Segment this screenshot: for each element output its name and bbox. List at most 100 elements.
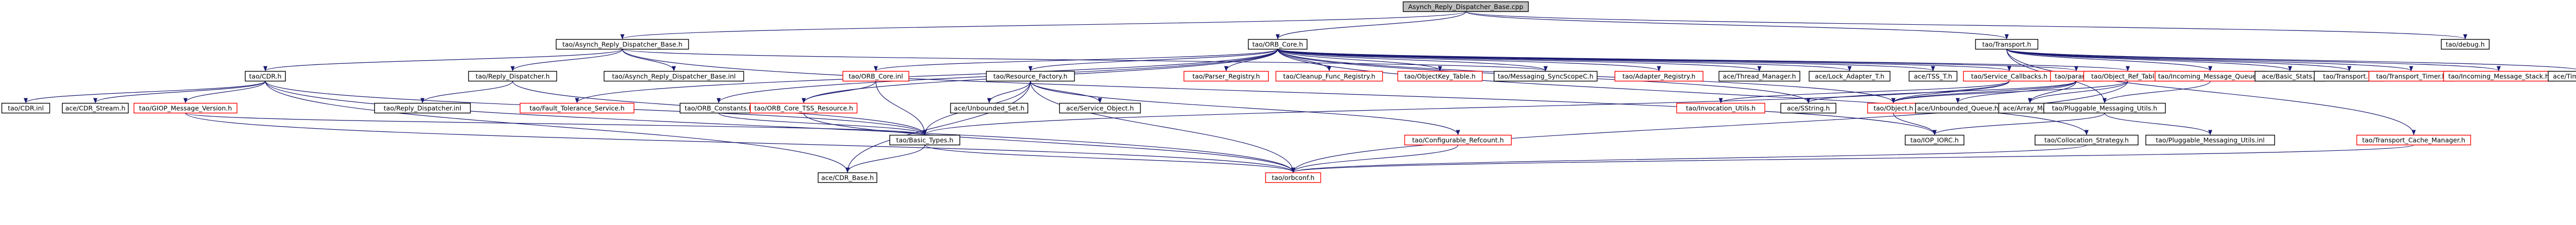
node-debug[interactable]: tao/debug.h <box>2441 39 2490 50</box>
node-box <box>889 134 960 146</box>
edge-root-to-transport <box>1465 11 2009 40</box>
node-orb-core-inl[interactable]: tao/ORB_Core.inl <box>842 71 909 82</box>
node-box <box>374 102 471 114</box>
edge-resource_factory-to-cdr_base <box>845 81 1031 173</box>
node-collocation-strategy[interactable]: tao/Collocation_Strategy.h <box>2035 134 2139 146</box>
node-label: tao/Transport_Cache_Manager.h <box>2362 136 2465 144</box>
node-box <box>1 102 50 114</box>
node-parser-registry[interactable]: tao/Parser_Registry.h <box>1183 71 1269 82</box>
node-orbconf[interactable]: tao/orbconf.h <box>1265 172 1321 183</box>
node-label: tao/Incoming_Message_Stack.h <box>2448 73 2549 80</box>
node-label: tao/ORB_Constants.h <box>685 105 753 112</box>
node-time-value[interactable]: ace/Time_Value.h <box>2548 71 2576 82</box>
node-orb-core[interactable]: tao/ORB_Core.h <box>1248 39 1308 50</box>
node-label: ace/SString.h <box>1787 105 1830 112</box>
edge-orb_core-to-collocation_strategy <box>1277 49 2089 135</box>
node-unbounded-set[interactable]: ace/Unbounded_Set.h <box>950 102 1028 114</box>
node-reply-disp-h[interactable]: tao/Reply_Dispatcher.h <box>468 71 557 82</box>
node-objectkey-table[interactable]: tao/ObjectKey_Table.h <box>1397 71 1483 82</box>
edge-pluggable_utils-to-iop_iorc <box>1933 112 2105 135</box>
node-transport-cache[interactable]: tao/Transport_Cache_Manager.h <box>2356 134 2471 146</box>
node-basic-stats[interactable]: ace/Basic_Stats.h <box>2255 71 2326 82</box>
node-box <box>1975 39 2039 50</box>
edge-orb_constants-to-basic_types <box>718 112 927 135</box>
node-iop-iorc[interactable]: tao/IOP_IORC.h <box>1905 134 1964 146</box>
node-label: ace/CDR_Base.h <box>821 174 874 182</box>
node-orb-constants[interactable]: tao/ORB_Constants.h <box>680 102 758 114</box>
node-label: tao/Configurable_Refcount.h <box>1412 136 1504 144</box>
node-label: tao/CDR.h <box>249 73 282 80</box>
node-basic-types[interactable]: tao/Basic_Types.h <box>889 134 960 146</box>
edge-orb_core-to-orb_core_inl <box>874 48 1278 72</box>
node-box <box>1718 71 1801 82</box>
edge-object_h-to-iop_iorc <box>1893 113 1937 135</box>
node-resource-factory[interactable]: tao/Resource_Factory.h <box>986 71 1075 82</box>
node-object-ref-table[interactable]: tao/Object_Ref_Table.h <box>2083 71 2173 82</box>
node-label: tao/GIOP_Message_Version.h <box>139 105 232 112</box>
edge-ardb_h-to-ardb_inl <box>622 49 676 72</box>
node-lock-adapter[interactable]: ace/Lock_Adapter_T.h <box>1808 71 1891 82</box>
node-transport-inl[interactable]: tao/Transport.inl <box>2314 71 2385 82</box>
node-ardb-h[interactable]: tao/Asynch_Reply_Dispatcher_Base.h <box>555 39 689 50</box>
node-label: tao/Adapter_Registry.h <box>1622 73 1696 80</box>
edge-orb_core_inl-to-basic_types <box>875 81 927 135</box>
node-thread-manager[interactable]: ace/Thread_Manager.h <box>1718 71 1801 82</box>
node-box <box>245 71 286 82</box>
edge-ardb_h-to-reply_disp_h <box>511 49 623 72</box>
node-messaging-sync[interactable]: tao/Messaging_SyncScopeC.h <box>1494 71 1598 82</box>
node-label: ace/Unbounded_Set.h <box>954 105 1024 112</box>
node-root[interactable]: Asynch_Reply_Dispatcher_Base.cpp <box>1402 1 1529 12</box>
node-label: ace/TSS_T.h <box>1914 73 1952 80</box>
node-box <box>133 102 238 114</box>
edge-incoming_queue-to-pluggable_utils <box>2103 81 2211 103</box>
node-box <box>750 102 858 114</box>
edge-object_ref_table-to-orbconf <box>1291 81 2128 173</box>
node-label: ace/Service_Object.h <box>1066 105 1134 112</box>
edge-orb_core-to-resource_factory <box>1028 48 1278 72</box>
node-box <box>1780 102 1837 114</box>
edge-object_ref_table-to-object_h <box>1891 80 2128 103</box>
node-tss-t[interactable]: ace/TSS_T.h <box>1908 71 1958 82</box>
node-pluggable-utils-inl[interactable]: tao/Pluggable_Messaging_Utils.inl <box>2145 134 2275 146</box>
node-transport[interactable]: tao/Transport.h <box>1975 39 2039 50</box>
node-ace-cdr-stream[interactable]: ace/CDR_Stream.h <box>62 102 129 114</box>
node-adapter-registry[interactable]: tao/Adapter_Registry.h <box>1614 71 1704 82</box>
node-ardb-inl[interactable]: tao/Asynch_Reply_Dispatcher_Base.inl <box>603 71 744 82</box>
edge-resource_factory-to-unbounded_set <box>987 81 1031 103</box>
node-label: tao/ORB_Core_TSS_Resource.h <box>754 105 853 112</box>
node-orb-core-tss[interactable]: tao/ORB_Core_TSS_Resource.h <box>750 102 858 114</box>
node-service-object[interactable]: ace/Service_Object.h <box>1059 102 1141 114</box>
node-reply-disp-inl[interactable]: tao/Reply_Dispatcher.inl <box>374 102 471 114</box>
edge-params-to-object_h <box>1891 80 2077 103</box>
node-unbounded-queue[interactable]: ace/Unbounded_Queue.h <box>1915 102 2001 114</box>
node-incoming-queue[interactable]: tao/Incoming_Message_Queue.h <box>2155 71 2266 82</box>
node-layer: Asynch_Reply_Dispatcher_Base.cpp tao/Asyn… <box>1 1 2576 183</box>
node-label: tao/Basic_Types.h <box>896 136 954 144</box>
node-box <box>950 102 1028 114</box>
node-box <box>1059 102 1141 114</box>
node-box <box>555 39 689 50</box>
node-box <box>2441 39 2490 50</box>
node-giop-version[interactable]: tao/GIOP_Message_Version.h <box>133 102 238 114</box>
edge-configurable_refcount-to-orbconf <box>1291 145 1459 173</box>
node-fault-tolerance[interactable]: tao/Fault_Tolerance_Service.h <box>519 102 635 114</box>
node-invocation-utils[interactable]: tao/Invocation_Utils.h <box>1676 102 1766 114</box>
node-cdr-base[interactable]: ace/CDR_Base.h <box>818 172 877 183</box>
node-pluggable-utils[interactable]: tao/Pluggable_Messaging_Utils.h <box>2043 102 2166 114</box>
node-cdr-inl[interactable]: tao/CDR.inl <box>1 102 50 114</box>
node-cleanup-func[interactable]: tao/Cleanup_Func_Registry.h <box>1275 71 1383 82</box>
node-service-callbacks[interactable]: tao/Service_Callbacks.h <box>1963 71 2056 82</box>
node-label: ace/Unbounded_Queue.h <box>1917 105 1998 112</box>
node-box <box>1808 71 1891 82</box>
node-object-h[interactable]: tao/Object.h <box>1867 102 1920 114</box>
node-sstring[interactable]: ace/SString.h <box>1780 102 1837 114</box>
node-transport-timer[interactable]: tao/Transport_Timer.h <box>2368 71 2454 82</box>
node-box <box>986 71 1075 82</box>
node-configurable-refcount[interactable]: tao/Configurable_Refcount.h <box>1404 134 1512 146</box>
node-incoming-stack[interactable]: tao/Incoming_Message_Stack.h <box>2443 71 2554 82</box>
edge-resource_factory-to-service_object <box>1030 81 1102 103</box>
node-label: tao/Object_Ref_Table.h <box>2091 73 2164 80</box>
node-box <box>2043 102 2166 114</box>
node-cdr-h[interactable]: tao/CDR.h <box>245 71 286 82</box>
edge-orb_core-to-tss_t <box>1277 48 1935 72</box>
